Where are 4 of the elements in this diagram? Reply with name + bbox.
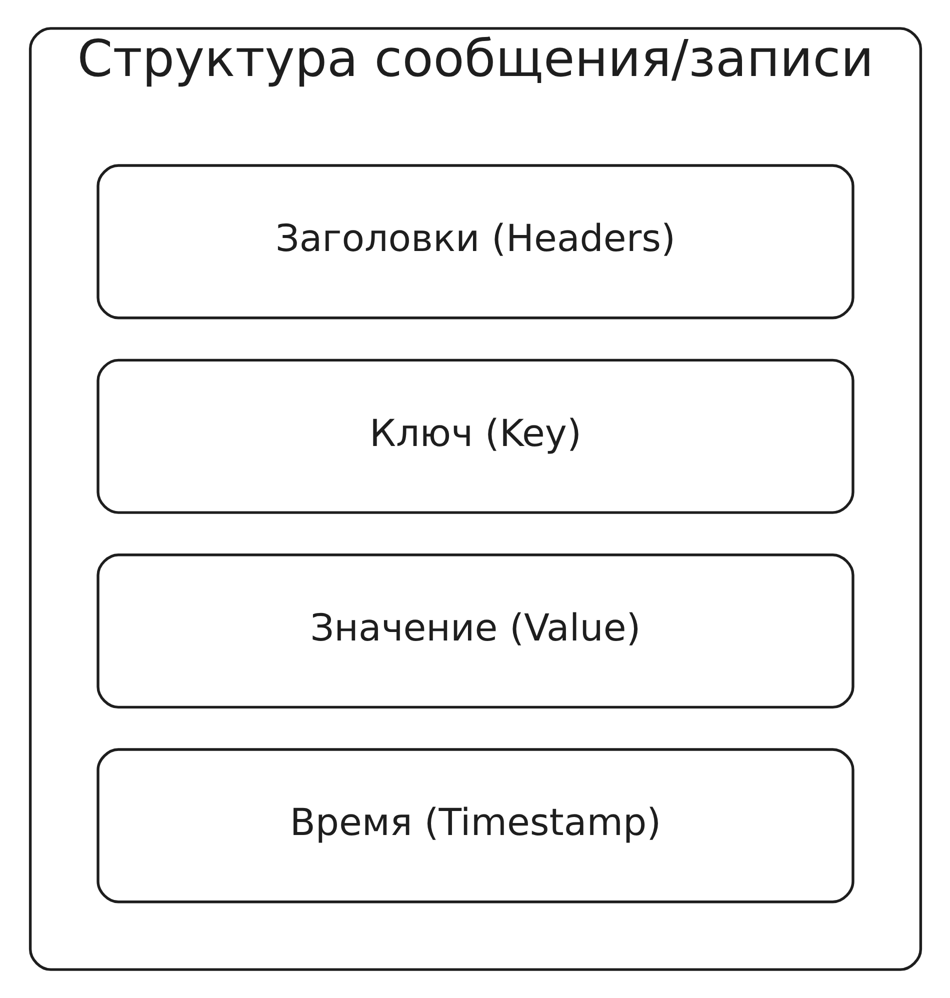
node-box: Ключ (Key) <box>96 358 854 514</box>
node-box: Время (Timestamp) <box>96 748 854 904</box>
node-box: Заголовки (Headers) <box>96 164 854 320</box>
node-box: Значение (Value) <box>96 554 854 709</box>
